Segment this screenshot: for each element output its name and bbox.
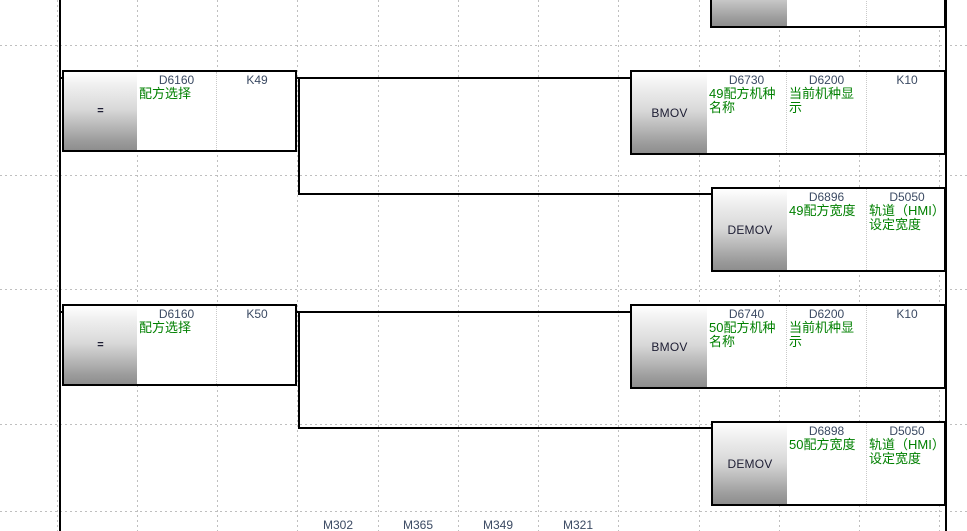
gridline-vertical (458, 0, 459, 531)
gridline-horizontal (0, 289, 967, 290)
operand-cell[interactable]: D6200 当前机种显示 (787, 306, 867, 387)
operand-cell[interactable]: K10 (867, 72, 947, 153)
operand-comment: 50配方宽度 (789, 437, 856, 452)
operand-comment: 轨道（HMI）设定宽度 (869, 437, 945, 466)
operand-device: K50 (246, 307, 268, 321)
instruction-opcode: BMOV (632, 72, 707, 153)
left-power-rail (59, 0, 61, 531)
gridline-vertical (57, 0, 58, 531)
operand-device: D5050 (889, 190, 925, 204)
rung-branch-wire-bottom (298, 193, 714, 195)
rung-branch-wire-top (296, 77, 634, 79)
operand-device: D6898 (808, 424, 845, 438)
operand-device: D6200 (808, 73, 845, 87)
instruction-opcode: = (64, 72, 137, 150)
rung-branch-vertical (298, 311, 300, 429)
contact-label-m365[interactable]: M365 (402, 518, 434, 531)
instruction-opcode: DEMOV (713, 189, 787, 270)
operand-device: K10 (896, 307, 918, 321)
operand-cell[interactable]: D6896 49配方宽度 (787, 189, 867, 270)
operand-cells: D6160 配方选择 K50 (137, 306, 297, 384)
instruction-opcode: BMOV (632, 306, 707, 387)
operand-cell[interactable]: D6730 49配方机种名称 (707, 72, 787, 153)
compare-block-50[interactable]: = D6160 配方选择 K50 (62, 304, 297, 386)
operand-device: D5050 (889, 424, 925, 438)
rung-branch-wire-top (296, 311, 634, 313)
operand-comment: 配方选择 (139, 86, 192, 101)
demov-block-partial[interactable]: DEMOV 度 设定宽度 (710, 0, 946, 28)
operand-cell[interactable]: D6160 配方选择 (137, 72, 217, 150)
operand-device: D6740 (728, 307, 765, 321)
operand-comment: 当前机种显示 (789, 320, 855, 349)
operand-device: K49 (246, 73, 268, 87)
operand-cells: D6740 50配方机种名称 D6200 当前机种显示 K10 (707, 306, 947, 387)
rung-branch-vertical (298, 77, 300, 195)
operand-cell[interactable]: D5050 轨道（HMI）设定宽度 (867, 189, 947, 270)
operand-comment: 50配方机种名称 (709, 320, 776, 349)
operand-cells: 度 设定宽度 (787, 0, 947, 26)
demov-block-49[interactable]: DEMOV D6896 49配方宽度 D5050 轨道（HMI）设定宽度 (711, 187, 946, 272)
gridline-horizontal (0, 175, 967, 176)
operand-cell[interactable]: D6160 配方选择 (137, 306, 217, 384)
instruction-opcode: DEMOV (713, 423, 787, 504)
operand-device: D6730 (728, 73, 765, 87)
rung-branch-wire-bottom (298, 427, 714, 429)
operand-cell[interactable]: K10 (867, 306, 947, 387)
operand-comment: 轨道（HMI）设定宽度 (869, 203, 945, 232)
operand-cell[interactable]: D6200 当前机种显示 (787, 72, 867, 153)
right-power-rail (945, 0, 947, 531)
operand-comment: 49配方机种名称 (709, 86, 776, 115)
operand-cells: D6898 50配方宽度 D5050 轨道（HMI）设定宽度 (787, 423, 947, 504)
demov-block-50[interactable]: DEMOV D6898 50配方宽度 D5050 轨道（HMI）设定宽度 (711, 421, 946, 506)
gridline-horizontal (0, 511, 967, 512)
operand-cell[interactable]: K49 (217, 72, 297, 150)
contact-label-m321[interactable]: M321 (562, 518, 594, 531)
gridline-horizontal (0, 45, 967, 46)
bmov-block-50[interactable]: BMOV D6740 50配方机种名称 D6200 当前机种显示 K10 (630, 304, 946, 389)
bmov-block-49[interactable]: BMOV D6730 49配方机种名称 D6200 当前机种显示 K10 (630, 70, 946, 155)
operand-device: K10 (896, 73, 918, 87)
operand-comment: 配方选择 (139, 320, 192, 335)
operand-cell[interactable]: D6898 50配方宽度 (787, 423, 867, 504)
gridline-vertical (378, 0, 379, 531)
operand-cells: D6730 49配方机种名称 D6200 当前机种显示 K10 (707, 72, 947, 153)
operand-comment: 49配方宽度 (789, 203, 856, 218)
instruction-opcode: = (64, 306, 137, 384)
operand-device: D6200 (808, 307, 845, 321)
contact-label-m302[interactable]: M302 (322, 518, 354, 531)
operand-cells: D6160 配方选择 K49 (137, 72, 297, 150)
instruction-opcode: DEMOV (712, 0, 787, 26)
compare-block-49[interactable]: = D6160 配方选择 K49 (62, 70, 297, 152)
operand-cell[interactable]: D6740 50配方机种名称 (707, 306, 787, 387)
operand-cell[interactable]: D5050 轨道（HMI）设定宽度 (867, 423, 947, 504)
operand-cell[interactable]: K50 (217, 306, 297, 384)
operand-device: D6896 (808, 190, 845, 204)
operand-comment: 当前机种显示 (789, 86, 855, 115)
gridline-vertical (618, 0, 619, 531)
contact-label-m349[interactable]: M349 (482, 518, 514, 531)
gridline-vertical (538, 0, 539, 531)
operand-cell[interactable]: 度 (787, 0, 867, 26)
operand-cells: D6896 49配方宽度 D5050 轨道（HMI）设定宽度 (787, 189, 947, 270)
operand-device: D6160 (158, 73, 195, 87)
operand-device: D6160 (158, 307, 195, 321)
operand-cell[interactable]: 设定宽度 (867, 0, 947, 26)
